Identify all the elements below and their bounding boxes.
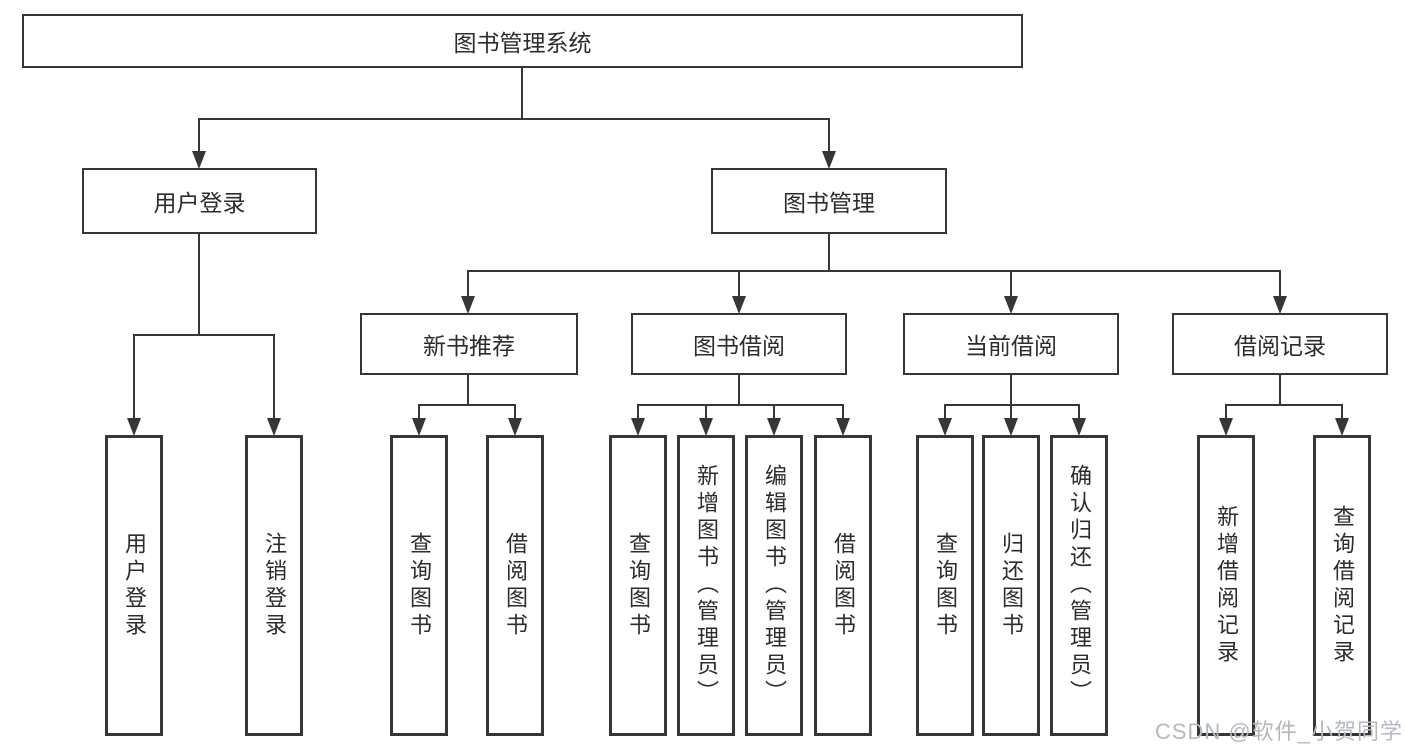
leaf-query-books-borrow: 查询图书: [609, 435, 667, 736]
leaf-confirm-return-admin: 确认归还（管理员）: [1050, 435, 1108, 736]
leaf-query-books-recommend: 查询图书: [390, 435, 448, 736]
node-current-borrowing: 当前借阅: [903, 313, 1119, 375]
node-root-library-system: 图书管理系统: [22, 14, 1023, 68]
leaf-borrow-books-recommend: 借阅图书: [486, 435, 544, 736]
leaf-query-borrow-record: 查询借阅记录: [1313, 435, 1371, 736]
leaf-logout: 注销登录: [245, 435, 303, 736]
leaf-edit-book-admin: 编辑图书（管理员）: [745, 435, 803, 736]
node-borrowing-records: 借阅记录: [1172, 313, 1388, 375]
node-new-book-recommendation: 新书推荐: [360, 313, 578, 375]
leaf-add-borrow-record: 新增借阅记录: [1197, 435, 1255, 736]
leaf-return-book: 归还图书: [982, 435, 1040, 736]
csdn-watermark: CSDN @软件_小贺同学: [1154, 719, 1403, 744]
node-book-borrowing: 图书借阅: [631, 313, 847, 375]
leaf-add-book-admin: 新增图书（管理员）: [677, 435, 735, 736]
node-book-management: 图书管理: [711, 168, 947, 234]
leaf-user-login: 用户登录: [105, 435, 163, 736]
leaf-query-books-current: 查询图书: [916, 435, 974, 736]
leaf-borrow-books: 借阅图书: [814, 435, 872, 736]
node-user-login: 用户登录: [82, 168, 317, 234]
